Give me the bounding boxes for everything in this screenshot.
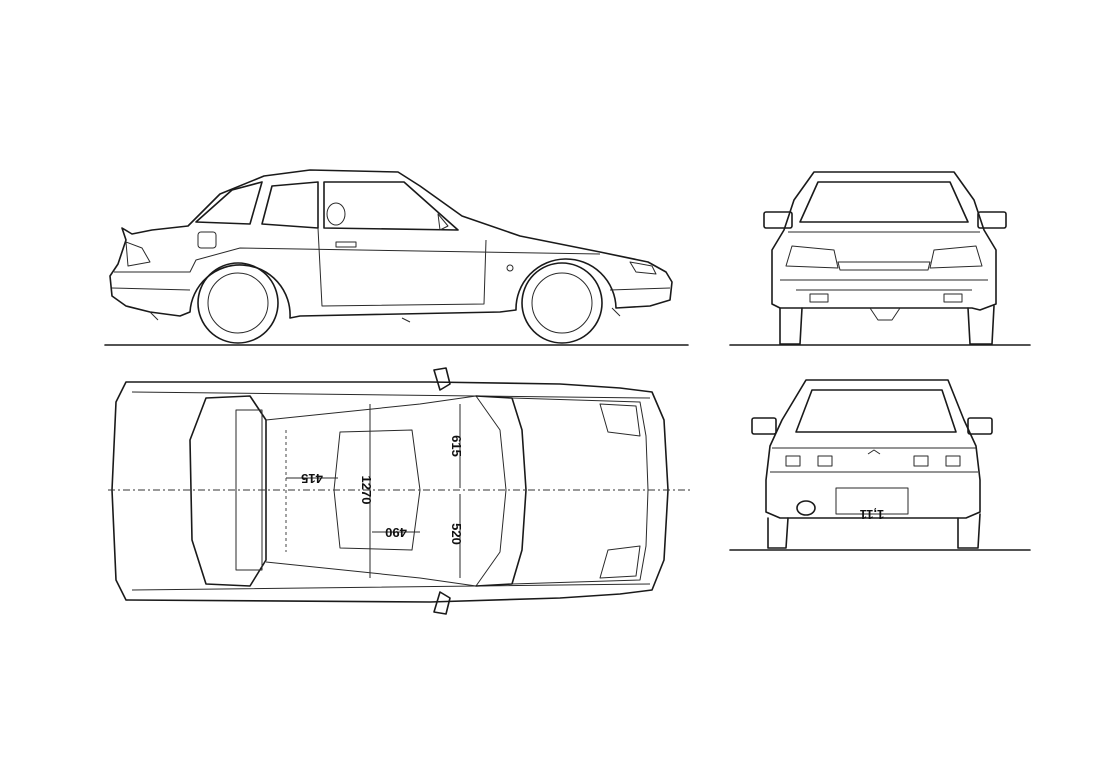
front-bumper-line bbox=[609, 287, 671, 291]
rear-right-tire bbox=[957, 513, 981, 549]
dim-label-490: 490 bbox=[385, 525, 407, 540]
top-body-outline bbox=[111, 381, 669, 603]
fog-light-right bbox=[943, 293, 963, 303]
top-inner-edges bbox=[131, 391, 651, 591]
tail-light-left-inner bbox=[817, 455, 833, 467]
front-right-tire bbox=[967, 305, 995, 345]
side-view bbox=[104, 169, 689, 346]
tail-light bbox=[125, 241, 151, 267]
dim-label-415: 415 bbox=[301, 471, 323, 486]
rear-side-window bbox=[261, 181, 319, 229]
side-belt-line bbox=[114, 247, 601, 273]
front-left-tire bbox=[779, 307, 803, 345]
top-view: 415 1270 490 615 520 bbox=[108, 367, 690, 615]
top-left-mirror bbox=[433, 367, 451, 391]
fuel-cap bbox=[197, 231, 217, 249]
rear-right-mirror bbox=[967, 417, 993, 435]
side-body-outline bbox=[109, 169, 673, 319]
grille bbox=[837, 261, 931, 271]
door-outline bbox=[317, 227, 487, 307]
underbody-details bbox=[149, 307, 621, 323]
head-light bbox=[629, 261, 657, 275]
front-side-window bbox=[323, 181, 459, 231]
headlight-covers bbox=[599, 403, 641, 579]
rear-window-top bbox=[189, 395, 267, 587]
front-hood-lights bbox=[785, 231, 983, 269]
door-handle bbox=[335, 241, 357, 248]
exhaust-pipe bbox=[796, 500, 816, 516]
rear-left-tire bbox=[767, 517, 789, 549]
rear-view: 1,11 bbox=[729, 379, 1031, 551]
front-undercarriage bbox=[869, 307, 901, 321]
rear-emblem bbox=[867, 449, 881, 455]
rear-bumper-line bbox=[111, 287, 191, 291]
cabin-outline bbox=[265, 395, 507, 587]
rear-window bbox=[795, 389, 957, 433]
front-bumper bbox=[780, 279, 988, 291]
side-mirror bbox=[437, 213, 449, 231]
windshield bbox=[799, 181, 969, 223]
front-wheel bbox=[521, 262, 603, 344]
dim-label-1270: 1270 bbox=[359, 476, 374, 505]
front-body-outline bbox=[771, 171, 997, 311]
hood bbox=[511, 397, 649, 585]
left-mirror bbox=[763, 211, 793, 229]
headrest bbox=[326, 202, 346, 226]
front-wheel-rim bbox=[531, 272, 593, 334]
rear-wheel bbox=[197, 262, 279, 344]
license-plate bbox=[835, 487, 909, 515]
tail-light-right-inner bbox=[913, 455, 929, 467]
fog-light-left bbox=[809, 293, 829, 303]
right-mirror bbox=[977, 211, 1007, 229]
rear-left-mirror bbox=[751, 417, 777, 435]
rear-wheel-rim bbox=[207, 272, 269, 334]
tail-light-left-outer bbox=[785, 455, 801, 467]
rear-quarter-window bbox=[195, 181, 263, 225]
dim-label-520: 520 bbox=[449, 523, 464, 545]
tail-light-right-outer bbox=[945, 455, 961, 467]
top-right-mirror bbox=[433, 591, 451, 615]
front-view bbox=[729, 171, 1031, 346]
windshield-top bbox=[475, 395, 527, 587]
side-marker bbox=[506, 264, 514, 272]
license-plate-text: 1,11 bbox=[860, 507, 885, 522]
rear-body-outline bbox=[765, 379, 981, 519]
trunk-lines bbox=[770, 447, 978, 473]
dim-label-615: 615 bbox=[449, 435, 464, 457]
